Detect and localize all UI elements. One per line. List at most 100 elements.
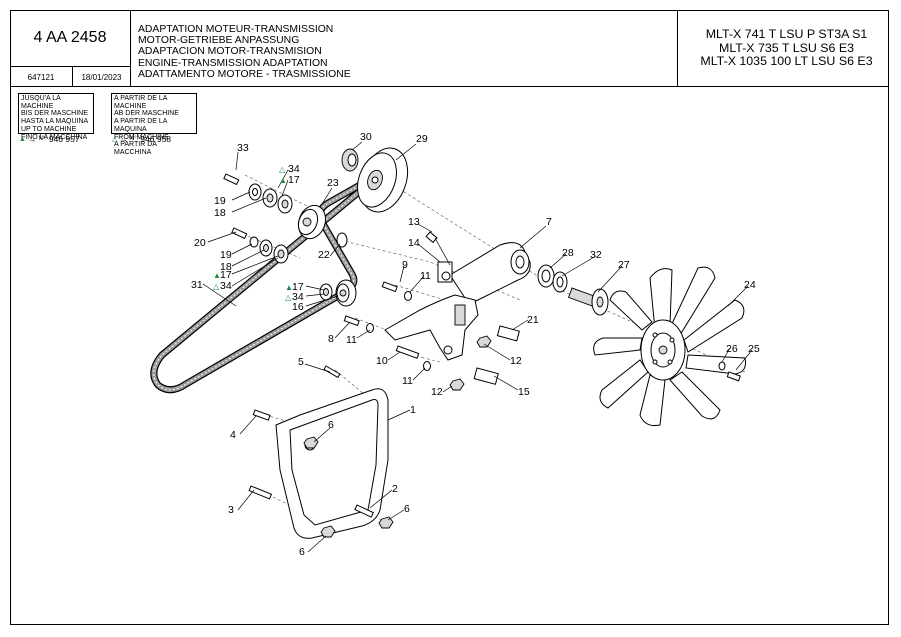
cover-fasteners [248, 409, 394, 538]
callout-29: 29 [416, 133, 428, 145]
callout-17: 17 [292, 281, 304, 293]
title-es: ADAPTACION MOTOR-TRANSMISION [138, 46, 322, 58]
title-block: 4 AA 2458 647121 18/01/2023 ADAPTATION M… [10, 10, 889, 87]
document-date: 18/01/2023 [73, 67, 131, 87]
idler-pulley-lower [335, 279, 357, 307]
callout-21: 21 [527, 314, 539, 326]
callout-16: 16 [292, 301, 304, 313]
title-en: ENGINE-TRANSMISSION ADAPTATION [138, 57, 328, 69]
serial-up-to: ▲ → N°: 946 957 [19, 134, 80, 144]
callout-19: 19 [220, 249, 232, 261]
open-triangle-icon: △ [213, 282, 220, 291]
callout-8: 8 [328, 333, 334, 345]
callout-6: 6 [328, 419, 334, 431]
serial-line: JUSQU'A LA MACHINE [21, 95, 61, 110]
callout-4: 4 [230, 429, 236, 441]
callout-31: 31 [191, 279, 203, 291]
callout-5: 5 [298, 356, 304, 368]
callout-6: 6 [404, 503, 410, 515]
callouts: 30 29 33 34 17 23 19 18 20 19 18 17 34 2… [191, 131, 760, 558]
serial-from: △ → N°: 946 958 [112, 134, 171, 144]
callout-7: 7 [546, 216, 552, 228]
title-it: ADATTAMENTO MOTORE - TRASMISSIONE [138, 68, 351, 80]
callout-33: 33 [237, 142, 249, 154]
serial-line: A PARTIR DE LA MACHINE [114, 95, 168, 110]
callout-11: 11 [346, 334, 357, 346]
support-bracket [384, 294, 479, 361]
serial-line: A PARTIR DE LA MAQUINA [114, 118, 168, 133]
callout-11: 11 [402, 375, 413, 387]
callout-34: 34 [220, 280, 232, 292]
bolt [425, 231, 451, 281]
model-1: MLT-X 741 T LSU P ST3A S1 [705, 27, 868, 42]
model-2: MLT-X 735 T LSU S6 E3 [719, 40, 854, 55]
title-fr: ADAPTATION MOTEUR-TRANSMISSION [138, 24, 334, 35]
callout-14: 14 [408, 237, 420, 249]
callout-32: 32 [590, 249, 602, 261]
filled-triangle-icon: ▲ [279, 176, 287, 185]
callout-34: 34 [288, 163, 300, 175]
revision-marks: △ ▲ ▲ △ ▲ △ [213, 165, 293, 302]
arrow-icon: → [119, 134, 128, 144]
serial-line: AB DER MASCHINE [114, 110, 179, 118]
callout-24: 24 [744, 279, 756, 291]
callout-2: 2 [392, 483, 398, 495]
serial-number: 946 957 [48, 134, 80, 144]
callout-10: 10 [376, 355, 388, 367]
washer [336, 232, 348, 248]
callout-34: 34 [292, 291, 304, 303]
drawing-frame [10, 10, 889, 625]
serial-no-label: N°: [38, 136, 47, 142]
callout-15: 15 [518, 386, 530, 398]
callout-22: 22 [318, 249, 330, 261]
serial-box-up-to: JUSQU'A LA MACHINE BIS DER MASCHINE HAST… [18, 93, 94, 141]
serial-line: FROM MACHINE [114, 133, 169, 141]
title-de: MOTOR-GETRIEBE ANPASSUNG [138, 35, 300, 47]
serial-number: 946 958 [140, 134, 172, 144]
serial-line: HASTA LA MAQUINA [21, 118, 89, 126]
model-3: MLT-X 1035 100 LT LSU S6 E3 [700, 54, 873, 69]
washer-stack-middle [231, 227, 289, 264]
callout-23: 23 [327, 177, 339, 189]
bearing-lower [319, 283, 333, 301]
model-list: MLT-X 741 T LSU P ST3A S1 MLT-X 735 T LS… [677, 10, 889, 87]
callout-6: 6 [299, 546, 305, 558]
serial-line: UP TO MACHINE [21, 125, 77, 133]
tensioner-arm [437, 242, 531, 303]
filled-triangle-icon: ▲ [213, 271, 221, 280]
callout-1: 1 [410, 404, 416, 416]
callout-20: 20 [194, 237, 206, 249]
callout-17: 17 [288, 174, 300, 186]
fan-hub-assembly [537, 264, 609, 316]
document-code: 647121 [10, 67, 73, 87]
callout-30: 30 [360, 131, 372, 143]
serial-no-label: N°: [129, 136, 139, 142]
callout-12: 12 [431, 386, 443, 398]
fasteners-left [323, 281, 431, 379]
callout-12: 12 [510, 355, 522, 367]
callout-18: 18 [214, 207, 226, 219]
filled-triangle-icon: ▲ [19, 135, 26, 143]
arrow-icon: → [27, 134, 37, 144]
serial-box-from: A PARTIR DE LA MACHINE AB DER MASCHINE A… [111, 93, 197, 156]
idler-pulley-upper [297, 204, 327, 240]
callout-27: 27 [618, 259, 630, 271]
callout-18: 18 [220, 261, 232, 273]
open-triangle-icon: △ [112, 136, 118, 143]
leader-lines [202, 141, 753, 553]
crank-pulley [357, 147, 409, 213]
callout-25: 25 [748, 343, 760, 355]
callout-3: 3 [228, 504, 234, 516]
title-list: ADAPTATION MOTEUR-TRANSMISSION MOTOR-GET… [138, 24, 668, 80]
callout-28: 28 [562, 247, 574, 259]
cooling-fan [593, 266, 746, 426]
serial-line: A PARTIR DA MACCHINA [114, 141, 157, 156]
callout-19: 19 [214, 195, 226, 207]
callout-9: 9 [402, 259, 408, 271]
nuts-and-pins [449, 325, 520, 391]
serial-line: BIS DER MASCHINE [21, 110, 88, 118]
open-triangle-icon: △ [279, 165, 286, 174]
open-triangle-icon: △ [285, 293, 292, 302]
callout-17: 17 [220, 269, 232, 281]
